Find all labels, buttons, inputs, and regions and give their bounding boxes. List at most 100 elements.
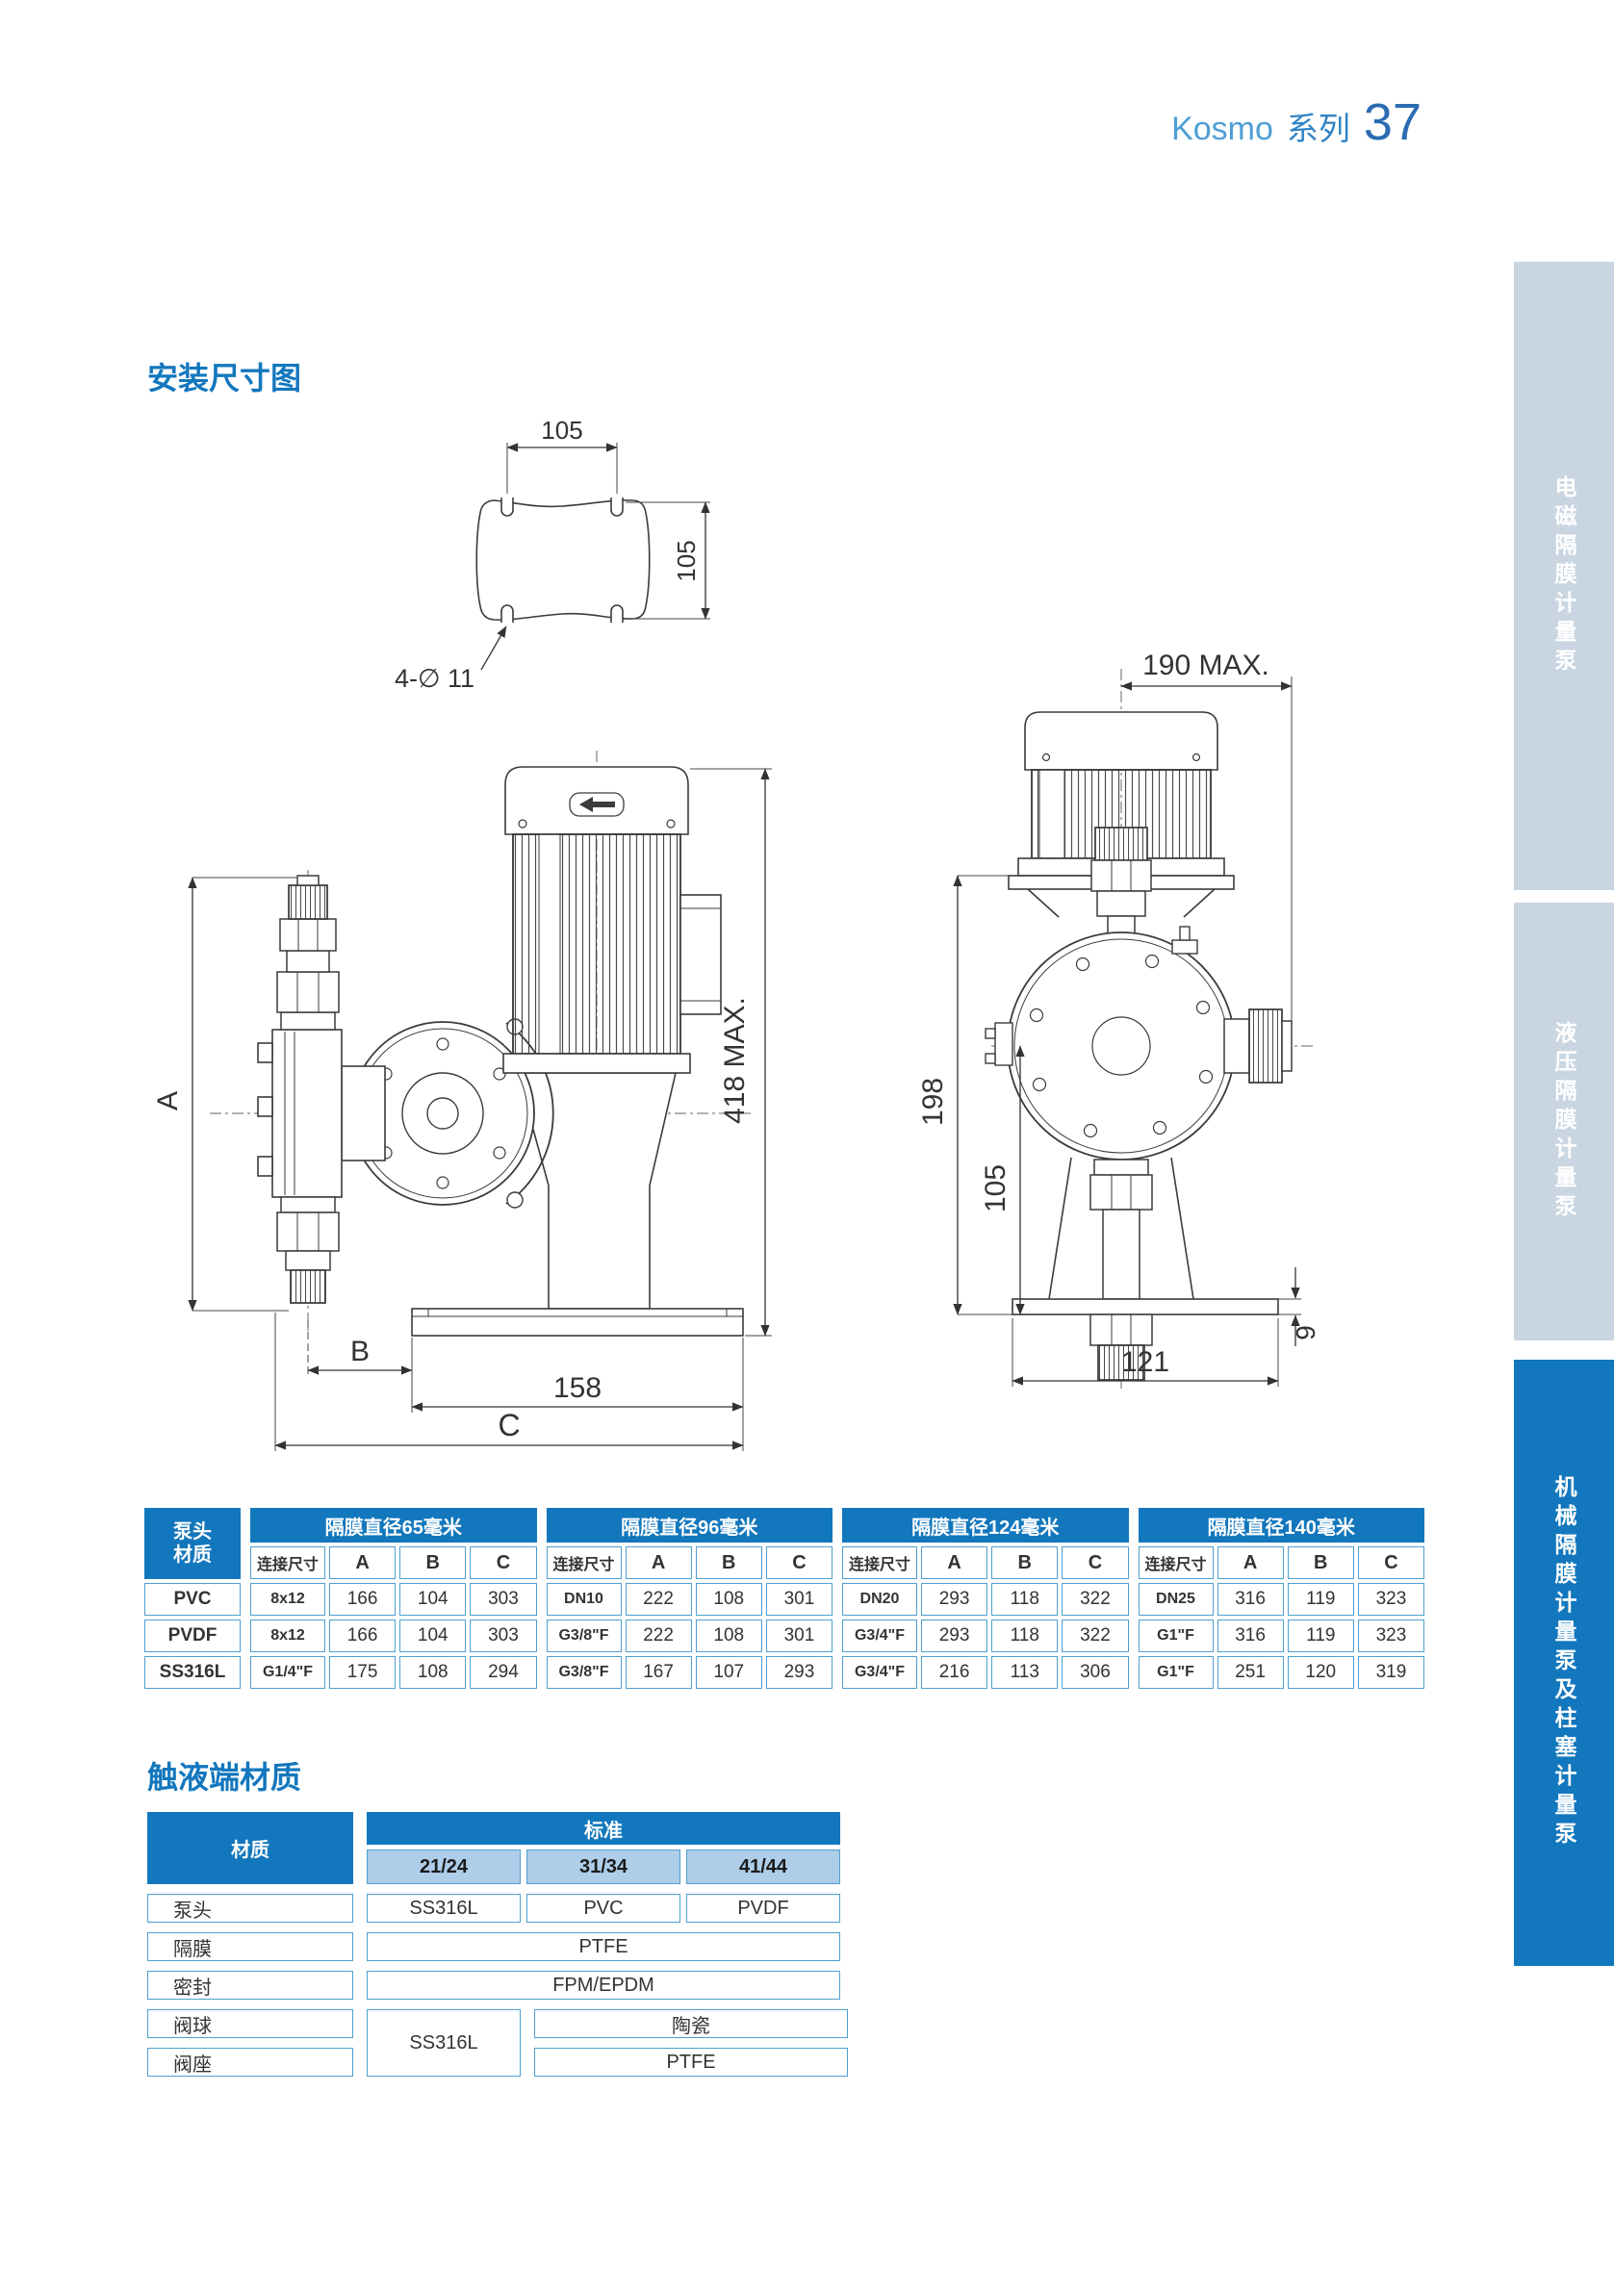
series-name: Kosmo: [1171, 111, 1273, 147]
adjustment-knob: [1223, 1008, 1293, 1084]
sidebar-tab-hydraulic-diaphragm-pumps[interactable]: 液压隔膜计量泵: [1514, 903, 1614, 1340]
dims-cell: G3/4"F: [842, 1620, 917, 1652]
row-label-pvc: PVC: [144, 1583, 241, 1616]
front-dim-c: C: [498, 1408, 520, 1442]
pump-side-view-drawing: 190 MAX. 198 105 9 121: [917, 650, 1320, 1390]
row-label-diaphragm: 隔膜: [147, 1932, 353, 1961]
subheader-b: B: [399, 1546, 467, 1579]
row-label-ss316l: SS316L: [144, 1656, 241, 1689]
mat-cell-ceramic: 陶瓷: [534, 2009, 848, 2038]
dims-cell: 119: [1287, 1620, 1354, 1652]
pedestal: [1048, 1157, 1194, 1300]
row-label-pump-head: 泵头: [147, 1894, 353, 1923]
mounting-base: [1012, 1298, 1279, 1315]
mat-cell: PTFE: [367, 1932, 840, 1961]
dims-cell: DN20: [842, 1583, 917, 1616]
dims-cell: 293: [921, 1583, 988, 1616]
dims-cell: DN25: [1138, 1583, 1214, 1616]
pump-front-view-drawing: A 418 MAX. B 158 C: [152, 751, 772, 1451]
subheader-a: A: [1217, 1546, 1284, 1579]
dims-cell: 104: [399, 1620, 467, 1652]
motor: [502, 766, 722, 1074]
group-title: 隔膜直径65毫米: [250, 1508, 537, 1543]
subheader-c: C: [765, 1546, 833, 1579]
dims-cell: 316: [1217, 1620, 1284, 1652]
plate-dim-top: 105: [541, 416, 582, 445]
gear-housing: [516, 1072, 678, 1310]
subheader-c: C: [1062, 1546, 1129, 1579]
sidebar-tab-mechanical-diaphragm-plunger-pumps[interactable]: 机械隔膜计量泵及柱塞计量泵: [1514, 1360, 1614, 1966]
dims-cell: 222: [625, 1583, 692, 1616]
mounting-base: [411, 1308, 744, 1337]
dims-cell: 301: [765, 1583, 833, 1616]
dims-cell: 167: [625, 1656, 692, 1689]
dims-group-140: 隔膜直径140毫米 连接尺寸 A B C DN25 316 119 323 G1…: [1138, 1508, 1425, 1689]
dims-cell: 166: [329, 1620, 397, 1652]
plate-dimensions: [480, 443, 710, 671]
dims-cell: 216: [921, 1656, 988, 1689]
dims-cell: 107: [695, 1656, 762, 1689]
mat-cell: PVDF: [686, 1894, 840, 1923]
bottom-fitting: [276, 1196, 340, 1304]
dims-cell: 323: [1357, 1583, 1425, 1616]
mat-cell: SS316L: [367, 1894, 521, 1923]
corner-line2: 材质: [173, 1544, 212, 1566]
plate-holes-label: 4-∅ 11: [395, 664, 474, 693]
side-dim-198: 198: [917, 1078, 949, 1126]
head-bolt: [257, 1096, 273, 1117]
subheader-c: C: [470, 1546, 537, 1579]
top-fitting: [1090, 827, 1152, 936]
head-bolt: [257, 1156, 273, 1177]
group-title: 隔膜直径124毫米: [842, 1508, 1129, 1543]
group-title: 隔膜直径140毫米: [1138, 1508, 1424, 1543]
side-dim-9: 9: [1291, 1325, 1320, 1340]
subheader-b: B: [695, 1546, 762, 1579]
materials-col-header: 材质: [147, 1812, 353, 1884]
slot-top-left: [500, 497, 514, 517]
dims-group-65: 隔膜直径65毫米 连接尺寸 A B C 8x12 166 104 303 8x1…: [250, 1508, 537, 1689]
slot-bottom-right: [610, 604, 624, 623]
dims-corner-header: 泵头 材质: [144, 1508, 241, 1579]
dims-cell: 306: [1062, 1656, 1129, 1689]
dims-cell: 319: [1357, 1656, 1425, 1689]
front-dim-a: A: [152, 1091, 184, 1110]
plate-dim-right: 105: [672, 540, 701, 581]
corner-line1: 泵头: [173, 1521, 212, 1543]
sidebar-tab-solenoid-diaphragm-pumps[interactable]: 电磁隔膜计量泵: [1514, 262, 1614, 890]
subheader-conn: 连接尺寸: [1138, 1546, 1214, 1579]
pump-head: [257, 1029, 386, 1198]
motor: [1008, 711, 1235, 918]
subheader-b: B: [1287, 1546, 1354, 1579]
dims-cell: DN10: [546, 1583, 622, 1616]
bottom-fitting: [1089, 1159, 1153, 1300]
front-dim-b: B: [350, 1336, 370, 1367]
base-plate-drawing: 105 105 4-∅ 11: [395, 416, 710, 693]
dims-cell: 322: [1062, 1620, 1129, 1652]
bottom-fitting-lower: [1089, 1314, 1153, 1381]
front-dim-height: 418 MAX.: [719, 997, 751, 1124]
subheader-conn: 连接尺寸: [842, 1546, 917, 1579]
terminal-box: [679, 894, 722, 1015]
wetted-materials-title: 触液端材质: [147, 1760, 302, 1795]
dims-cell: 118: [991, 1620, 1059, 1652]
dims-cell: G1"F: [1138, 1620, 1214, 1652]
dims-cell: 8x12: [250, 1583, 325, 1616]
dims-cell: G3/4"F: [842, 1656, 917, 1689]
row-label-pvdf: PVDF: [144, 1620, 241, 1652]
motor-fins: [512, 833, 681, 1055]
row-label-valve-seat: 阀座: [147, 2048, 353, 2077]
dims-cell: 294: [470, 1656, 537, 1689]
dims-cell: 8x12: [250, 1620, 325, 1652]
side-dim-top: 190 MAX.: [1142, 650, 1269, 681]
row-label-valve-ball: 阀球: [147, 2009, 353, 2038]
dims-cell: 108: [399, 1656, 467, 1689]
side-dim-121: 121: [1121, 1346, 1169, 1378]
side-dimensions: [953, 676, 1301, 1387]
slot-top-right: [610, 497, 624, 517]
dims-cell: 108: [695, 1583, 762, 1616]
dims-cell: 251: [1217, 1656, 1284, 1689]
dims-cell: 293: [765, 1656, 833, 1689]
page-number: 37: [1363, 93, 1422, 151]
dims-cell: G3/8"F: [546, 1656, 622, 1689]
